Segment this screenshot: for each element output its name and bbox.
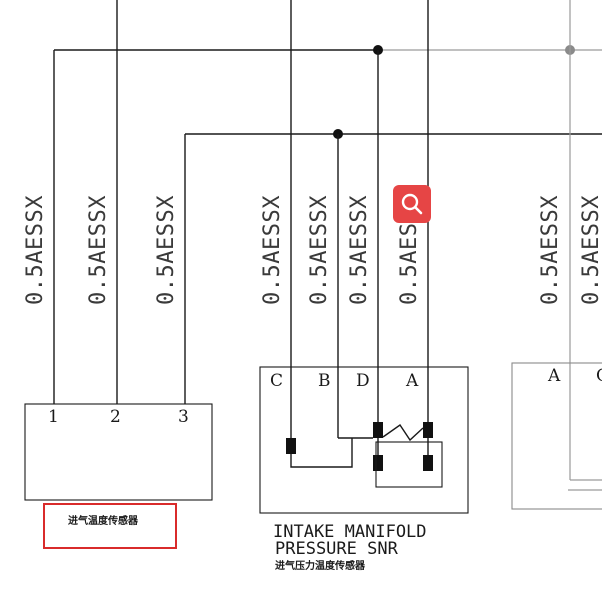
- wire-label: 0.5AESSX: [307, 195, 332, 305]
- highlight-box: [43, 503, 177, 549]
- pin-label: A: [405, 371, 419, 391]
- pin-label: 1: [48, 407, 59, 427]
- wire-label: 0.5AESSX: [538, 195, 563, 305]
- internal-sensor-body: [375, 441, 443, 488]
- left-component-box: [24, 403, 213, 501]
- contact-d-lower: [373, 455, 383, 471]
- map-sensor-caption-line1: INTAKE MANIFOLD: [273, 522, 427, 542]
- search-button-bg[interactable]: [393, 185, 431, 223]
- contact-a-upper: [423, 422, 433, 438]
- map-sensor-box: [259, 366, 469, 514]
- wire-label: 0.5AESSX: [347, 195, 372, 305]
- internal-wire-zigzag: [382, 424, 424, 442]
- pin-label: B: [318, 371, 331, 391]
- pin-label: C: [270, 371, 283, 391]
- map-sensor-caption-line2: PRESSURE SNR: [275, 539, 399, 559]
- left-component-caption: 进气温度传感器: [68, 514, 139, 527]
- internal-wire-c: [290, 438, 353, 468]
- wire-label: 0.5AESSX: [260, 195, 285, 305]
- magnifier-icon: [401, 193, 423, 215]
- pin-label: 3: [178, 407, 189, 427]
- map-sensor-caption-cn: 进气压力温度传感器: [275, 559, 366, 572]
- wire-label: 0.5AESSX: [86, 195, 111, 305]
- wire-label: 0.5AESSX: [579, 195, 602, 305]
- wire-label: 0.5AESSX: [154, 195, 179, 305]
- contact-c: [286, 438, 296, 454]
- right-component-box: [511, 362, 602, 510]
- contact-a-lower: [423, 455, 433, 471]
- wire-label: 0.5AESSX: [23, 195, 48, 305]
- pin-label: 2: [110, 407, 121, 427]
- pin-label: A: [547, 366, 561, 386]
- pin-label: C: [596, 366, 602, 386]
- search-button[interactable]: [393, 185, 431, 223]
- contact-d-upper: [373, 422, 383, 438]
- pin-label: D: [356, 371, 370, 391]
